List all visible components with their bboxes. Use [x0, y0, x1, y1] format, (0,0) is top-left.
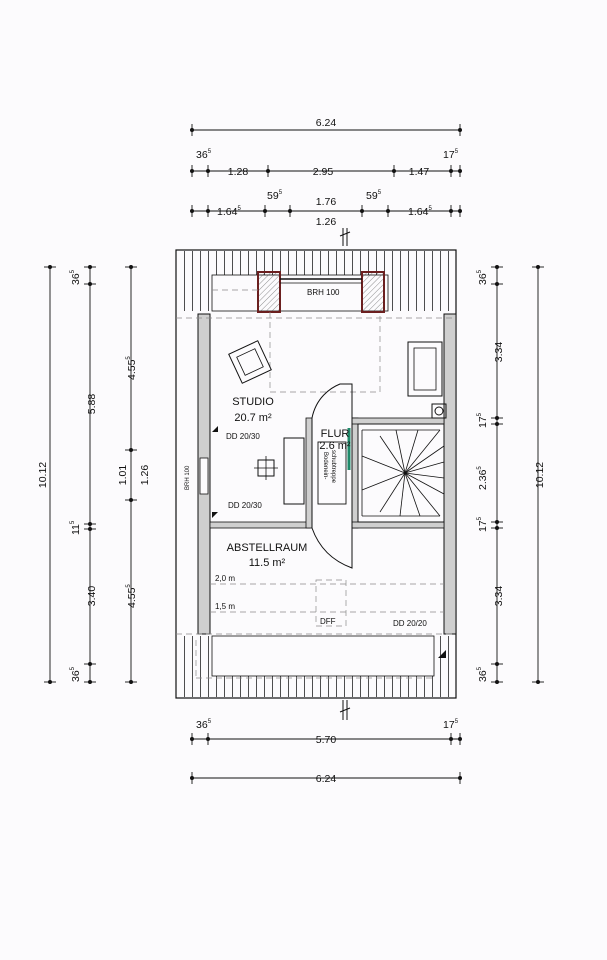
label-dff: DFF	[320, 617, 336, 626]
stair-label-1: Bodenein-	[322, 452, 328, 479]
label-dd-3: DD 20/20	[393, 619, 427, 628]
attic-ladder	[317, 441, 347, 505]
dormer-right-block	[361, 271, 385, 313]
dim-top-row3-center: 1.76	[316, 196, 337, 208]
dim-bottom-total: 6.24	[316, 773, 337, 785]
label-dd-2: DD 20/30	[228, 501, 262, 510]
dim-left-seg-mid: 115	[70, 520, 82, 535]
armchair	[228, 340, 272, 384]
dim-bottom-left-sup: 365	[196, 719, 212, 731]
office-chair	[254, 456, 278, 480]
wall-studio-south	[209, 521, 311, 529]
wall-east	[443, 313, 457, 635]
dim-right-seg-top: 3.34	[493, 342, 505, 363]
staircase	[357, 423, 445, 523]
dim-top-right-sup: 175	[443, 149, 459, 161]
dim-left-top-sup: 365	[70, 269, 82, 285]
dormer-left-block	[257, 271, 281, 313]
flur-curved-wall	[311, 383, 353, 569]
dim-top-row3-sup-right: 595	[366, 190, 382, 202]
bottom-dimensions	[191, 733, 461, 784]
wall-stair-south	[351, 521, 445, 529]
label-height-15: 1,5 m	[215, 602, 235, 611]
wall-flur-east	[351, 417, 359, 529]
dim-top-row2-a: 1.28	[228, 166, 249, 178]
stair-label-2: schubtreppe	[330, 450, 336, 484]
dim-top-left-sup: 365	[196, 149, 212, 161]
dim-bottom-inner: 5.70	[316, 734, 337, 746]
dim-left2-bottom: 4.555	[126, 584, 138, 608]
dim-top-row2-b: 2.95	[313, 166, 334, 178]
room-abstell-name: ABSTELLRAUM	[227, 542, 308, 554]
section-marker-top	[339, 228, 351, 246]
dim-right-seg-bottom: 3.34	[493, 586, 505, 607]
desk	[283, 437, 305, 505]
room-studio-name: STUDIO	[232, 396, 274, 408]
dim-right-bottom-sup: 365	[477, 666, 489, 682]
room-studio-area: 20.7 m²	[234, 412, 272, 424]
dim-top-row3-right: 1.645	[408, 206, 432, 218]
dim-right-total: 10.12	[534, 462, 546, 488]
dim-right-seg-a: 175	[477, 412, 489, 428]
section-marker-bottom	[339, 700, 351, 720]
room-flur-area: 2.6 m²	[319, 440, 351, 452]
dim-top-row3-sup-left: 595	[267, 190, 283, 202]
dim-top-opening: 1.26	[316, 216, 337, 228]
dim-left-seg-top: 5.88	[86, 394, 98, 415]
dim-right-top-sup: 365	[477, 269, 489, 285]
dim-left2-top: 4.555	[126, 356, 138, 380]
room-flur-name: FLUR	[321, 428, 350, 440]
label-brh-left: BRH 100	[185, 465, 191, 490]
dim-top-total: 6.24	[316, 117, 337, 129]
left-dimensions	[44, 266, 137, 683]
dim-left2-mid-b: 1.26	[139, 465, 151, 486]
dim-right-seg-mid: 2.365	[477, 466, 489, 490]
dim-left-seg-bottom: 3.40	[86, 586, 98, 607]
dim-top-row3-left: 1.645	[217, 206, 241, 218]
wall-flur-west	[305, 417, 313, 529]
chimney-outlet	[431, 403, 447, 419]
dim-left-total: 10.12	[37, 462, 49, 488]
dim-top-row2-c: 1.47	[409, 166, 430, 178]
label-dd-1: DD 20/30	[226, 432, 260, 441]
dim-right-seg-b: 175	[477, 516, 489, 532]
label-height-20: 2,0 m	[215, 574, 235, 583]
sofa	[407, 341, 443, 397]
wall-stair-north	[351, 417, 445, 425]
dim-bottom-right-sup: 175	[443, 719, 459, 731]
dashed-lines	[176, 289, 456, 679]
dim-left2-mid-a: 1.01	[117, 465, 129, 486]
label-brh-top: BRH 100	[307, 288, 340, 297]
room-abstell-area: 11.5 m²	[249, 557, 286, 569]
window-west	[199, 457, 209, 495]
dim-left-bottom-sup: 365	[70, 666, 82, 682]
